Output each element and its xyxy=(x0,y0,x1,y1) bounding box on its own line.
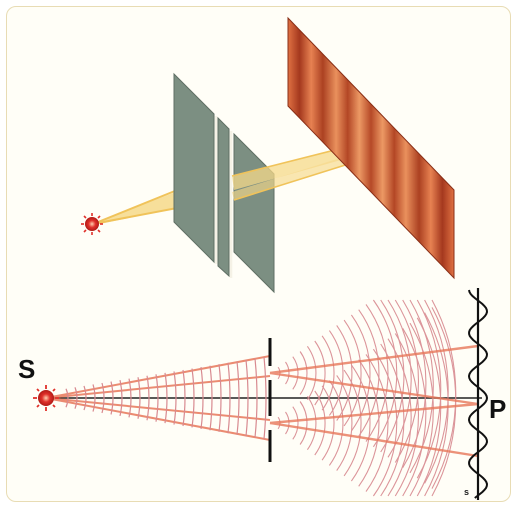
wavefront-arc xyxy=(321,385,335,461)
wavefront-arc xyxy=(365,354,389,492)
fringe-screen xyxy=(287,16,455,280)
wavefront-arc xyxy=(328,380,344,466)
wavefront-arc xyxy=(182,369,186,427)
wavefront-arc xyxy=(321,335,335,411)
wavefront-arc xyxy=(227,362,231,434)
wavefront-arc xyxy=(263,356,267,440)
wavefront-arc xyxy=(155,374,159,422)
wavefront-arc xyxy=(83,385,87,411)
point-label: P xyxy=(489,394,507,424)
wavefront-arc xyxy=(380,343,405,497)
wavefront-arc xyxy=(424,312,449,497)
slit-plate-right xyxy=(233,132,275,294)
wavefront-arc xyxy=(328,330,344,416)
wavefront-arc xyxy=(101,382,105,414)
wavefront-arc xyxy=(65,388,69,408)
wavefront-arc xyxy=(191,368,195,428)
wavefront-arc xyxy=(394,333,419,497)
incoming-wavefronts xyxy=(65,356,267,440)
wavefront-arc xyxy=(314,390,326,456)
wavefront-arc xyxy=(254,358,258,438)
diffracted-beam-lower xyxy=(232,148,374,200)
perspective-view xyxy=(81,16,455,294)
wavefront-arc xyxy=(299,351,308,395)
wavefront-arc xyxy=(350,364,371,482)
wavefront-arc xyxy=(416,299,442,479)
wavefront-arc xyxy=(372,348,398,497)
wavefront-arc xyxy=(365,304,389,442)
starburst-source-icon xyxy=(33,385,59,411)
starburst-source-icon xyxy=(81,213,103,235)
wavefront-arc xyxy=(358,309,380,437)
wavefront-arc xyxy=(292,406,299,440)
source-label: S xyxy=(18,354,36,384)
wavefront-arc xyxy=(372,299,398,448)
wavefront-arc xyxy=(128,378,132,418)
wavefront-arc xyxy=(74,387,78,409)
wavefront-arc xyxy=(200,367,204,429)
wavefront-arc xyxy=(314,340,326,406)
screen-mark-label: s xyxy=(464,487,470,497)
wavefront-arc xyxy=(110,381,114,415)
wavefront-arc xyxy=(380,299,405,453)
wavefront-arc xyxy=(285,411,290,435)
wavefront-arc xyxy=(119,379,123,417)
diffracted-rays xyxy=(269,344,479,458)
wavefront-arc xyxy=(394,299,419,463)
schematic-view xyxy=(33,288,489,500)
wavefront-arc xyxy=(245,359,249,437)
slit-plate-left xyxy=(173,72,215,264)
wavefront-arc xyxy=(336,325,353,421)
wavefront-arc xyxy=(306,395,317,451)
wavefront-arc xyxy=(387,299,412,458)
wavefront-arc xyxy=(306,345,317,401)
wavefront-arc xyxy=(236,361,240,435)
wavefront-arc xyxy=(299,401,308,445)
wavefront-arc xyxy=(402,299,427,468)
wavefront-arc xyxy=(277,366,281,380)
wavefront-arc xyxy=(209,365,213,431)
wavefront-arc xyxy=(285,361,290,385)
wavefront-arc xyxy=(409,299,434,474)
wavefront-arc xyxy=(146,375,150,421)
wavefront-arc xyxy=(336,375,353,471)
wavefront-arc xyxy=(402,328,427,497)
wavefront-arc xyxy=(137,377,141,419)
wavefront-arc xyxy=(173,371,177,425)
wavefront-arc xyxy=(164,372,168,424)
wavefront-arc xyxy=(350,314,371,432)
slit-plate-middle xyxy=(217,116,230,278)
wavefront-arc xyxy=(409,322,434,497)
wavefront-arc xyxy=(92,384,96,412)
wavefront-arc xyxy=(343,369,362,477)
wavefront-arc xyxy=(292,356,299,390)
wavefront-arc xyxy=(218,364,222,432)
wavefront-arc xyxy=(358,359,380,487)
intensity-curve xyxy=(467,289,489,499)
